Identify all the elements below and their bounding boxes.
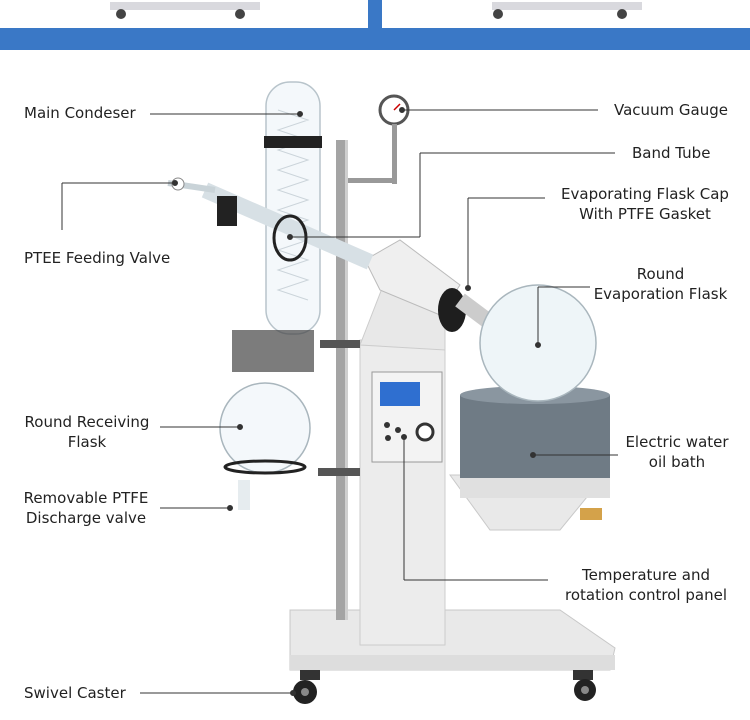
label-control-panel-line2: rotation control panel	[565, 586, 727, 604]
label-water-bath: Electric water oil bath	[618, 432, 736, 472]
leader-lines	[61, 107, 618, 696]
label-flask-cap-line2: With PTFE Gasket	[579, 205, 711, 223]
thumbnail-right[interactable]	[382, 0, 750, 28]
label-water-bath-line1: Electric water	[625, 433, 729, 451]
thumbnail-right-image	[492, 2, 642, 19]
main-condenser	[264, 81, 322, 335]
rotary-evaporator-illustration	[61, 81, 618, 704]
label-band-tube: Band Tube	[632, 144, 711, 162]
label-control-panel: Temperature and rotation control panel	[558, 565, 734, 605]
thumbnail-left-image	[110, 2, 260, 19]
water-bath	[449, 386, 610, 531]
support-rod	[336, 140, 346, 620]
label-flask-cap-line1: Evaporating Flask Cap	[561, 185, 729, 203]
label-water-bath-line2: oil bath	[648, 453, 706, 471]
label-evaporation-flask-line2: Evaporation Flask	[593, 285, 728, 303]
label-receiving-flask-line1: Round Receiving	[24, 413, 150, 431]
motor-head	[364, 239, 466, 332]
label-discharge-valve-line2: Discharge valve	[25, 509, 147, 527]
label-evaporation-flask: Round Evaporation Flask	[588, 264, 733, 304]
receiving-flask	[219, 330, 314, 510]
evaporation-flask	[455, 284, 597, 402]
thumbnail-left[interactable]	[0, 0, 368, 28]
label-receiving-flask: Round Receiving Flask	[18, 412, 156, 452]
swivel-caster-icon	[293, 670, 596, 704]
label-control-panel-line1: Temperature and	[581, 566, 710, 584]
label-discharge-valve-line1: Removable PTFE	[23, 489, 149, 507]
label-discharge-valve: Removable PTFE Discharge valve	[16, 488, 156, 528]
label-evaporation-flask-line1: Round	[636, 265, 685, 283]
vacuum-gauge-icon	[348, 94, 410, 184]
label-vacuum-gauge: Vacuum Gauge	[614, 101, 729, 119]
label-feeding-valve: PTEE Feeding Valve	[24, 249, 171, 267]
control-panel	[371, 371, 443, 463]
label-swivel-caster: Swivel Caster	[24, 684, 126, 702]
label-receiving-flask-line2: Flask	[67, 433, 107, 451]
label-main-condenser: Main Condeser	[24, 104, 136, 122]
label-flask-cap: Evaporating Flask Cap With PTFE Gasket	[555, 184, 735, 224]
